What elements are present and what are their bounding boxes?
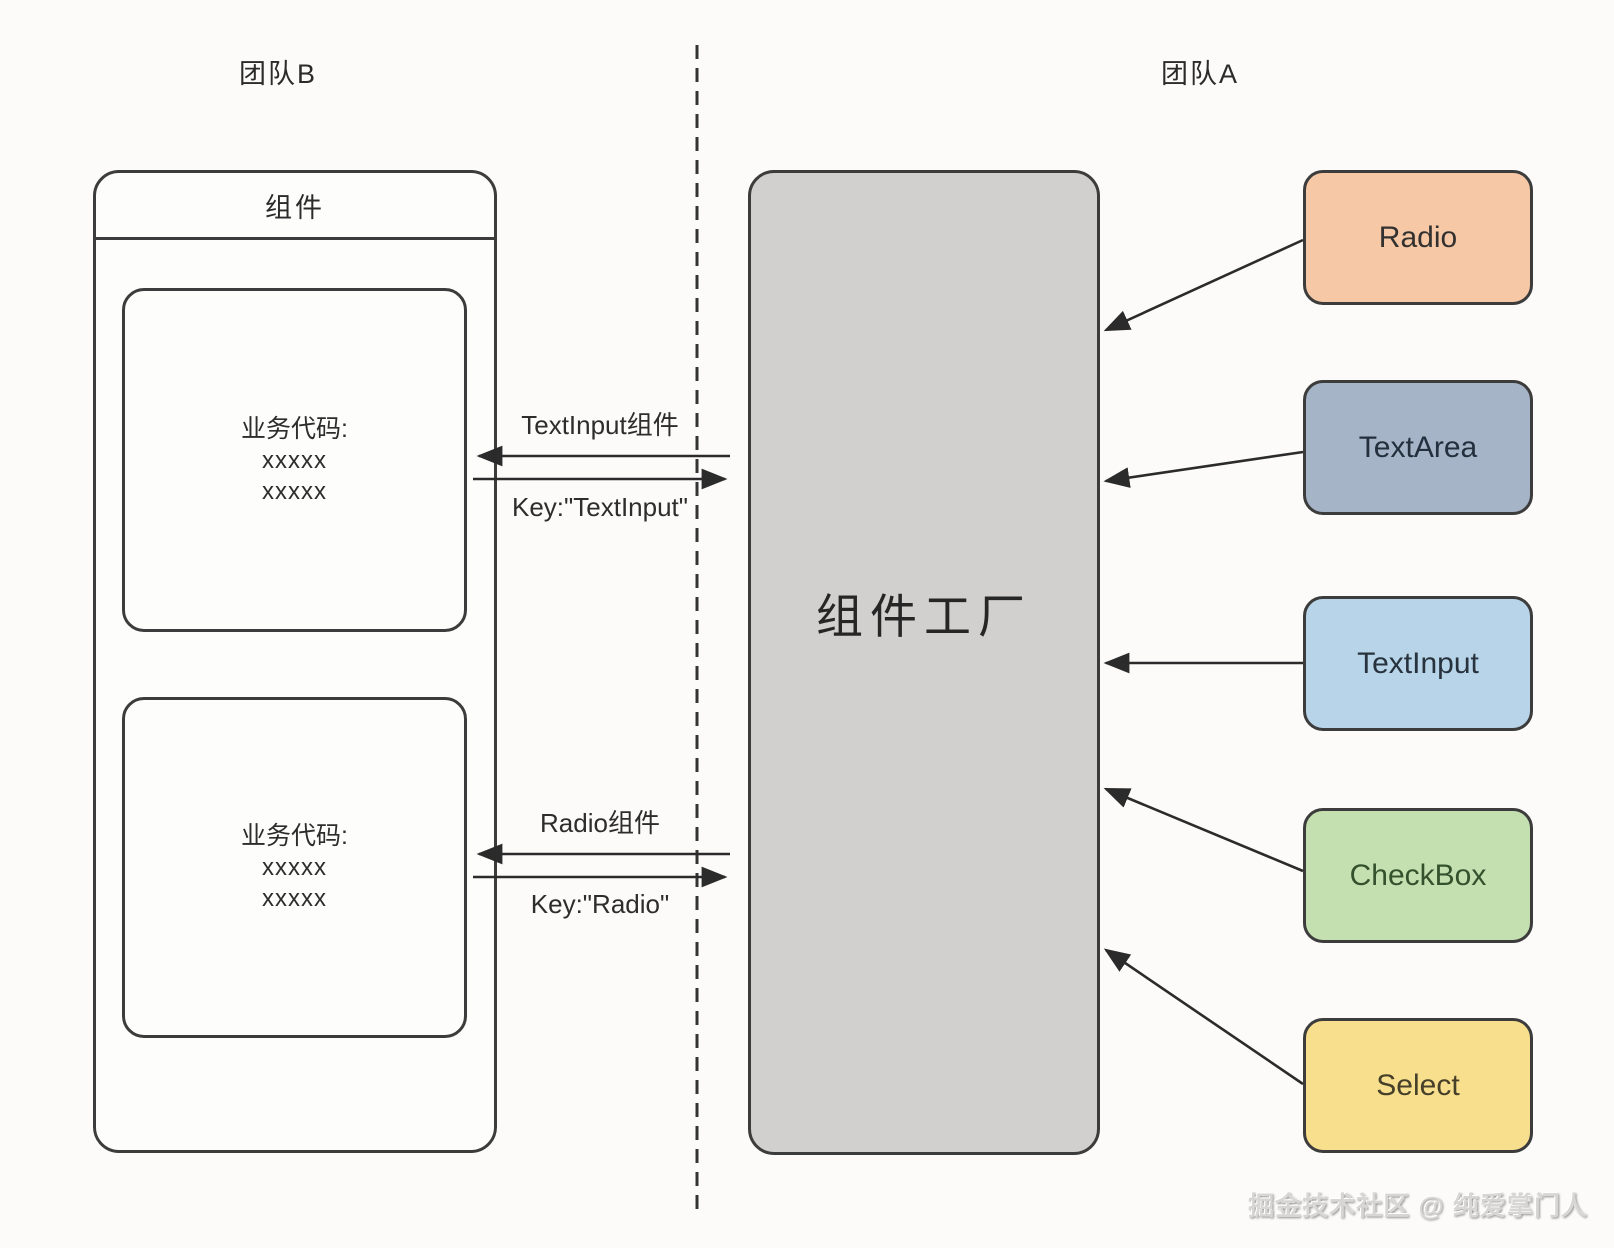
arrow-radio-box-to-factory xyxy=(1103,238,1304,332)
component-box-checkbox: CheckBox xyxy=(1303,808,1533,943)
component-box-label: TextInput xyxy=(1357,646,1479,680)
business-code-line: xxxxx xyxy=(262,477,327,505)
business-code-block-1: 业务代码: xxxxx xxxxx xyxy=(122,288,467,632)
component-box-textarea: TextArea xyxy=(1303,380,1533,515)
watermark-text: 掘金技术社区 @ 纯爱掌门人 xyxy=(1248,1191,1588,1221)
component-factory-box: 组件工厂 xyxy=(748,170,1100,1155)
arrow-textarea-box-to-factory xyxy=(1103,450,1304,488)
component-factory-label: 组件工厂 xyxy=(816,590,1032,643)
business-code-line: xxxxx xyxy=(262,885,327,912)
business-code-line: xxxxx xyxy=(262,854,327,881)
business-code-block-2: 业务代码: xxxxx xxxxx xyxy=(122,697,467,1038)
component-box-label: CheckBox xyxy=(1349,858,1487,892)
component-box-label: Select xyxy=(1376,1068,1460,1102)
business-code-title: 业务代码: xyxy=(241,822,348,850)
component-box-radio: Radio xyxy=(1303,170,1533,305)
component-container-title: 组件 xyxy=(96,173,494,240)
message-textinput-component-label: TextInput组件 xyxy=(521,410,679,440)
message-textinput-key-label: Key:"TextInput" xyxy=(512,492,688,522)
arrow-checkbox-box-to-factory xyxy=(1103,787,1304,873)
message-radio-key-label: Key:"Radio" xyxy=(530,889,670,919)
arrow-select-box-to-factory xyxy=(1103,948,1304,1086)
message-radio-component-label: Radio组件 xyxy=(540,808,660,838)
component-box-select: Select xyxy=(1303,1018,1533,1153)
team-a-title: 团队A xyxy=(1160,59,1239,89)
component-box-label: Radio xyxy=(1378,220,1458,254)
component-box-label: TextArea xyxy=(1358,430,1478,464)
business-code-title: 业务代码: xyxy=(241,414,348,443)
business-code-line: xxxxx xyxy=(262,446,327,474)
team-b-title: 团队B xyxy=(238,59,317,89)
component-box-textinput: TextInput xyxy=(1303,596,1533,731)
